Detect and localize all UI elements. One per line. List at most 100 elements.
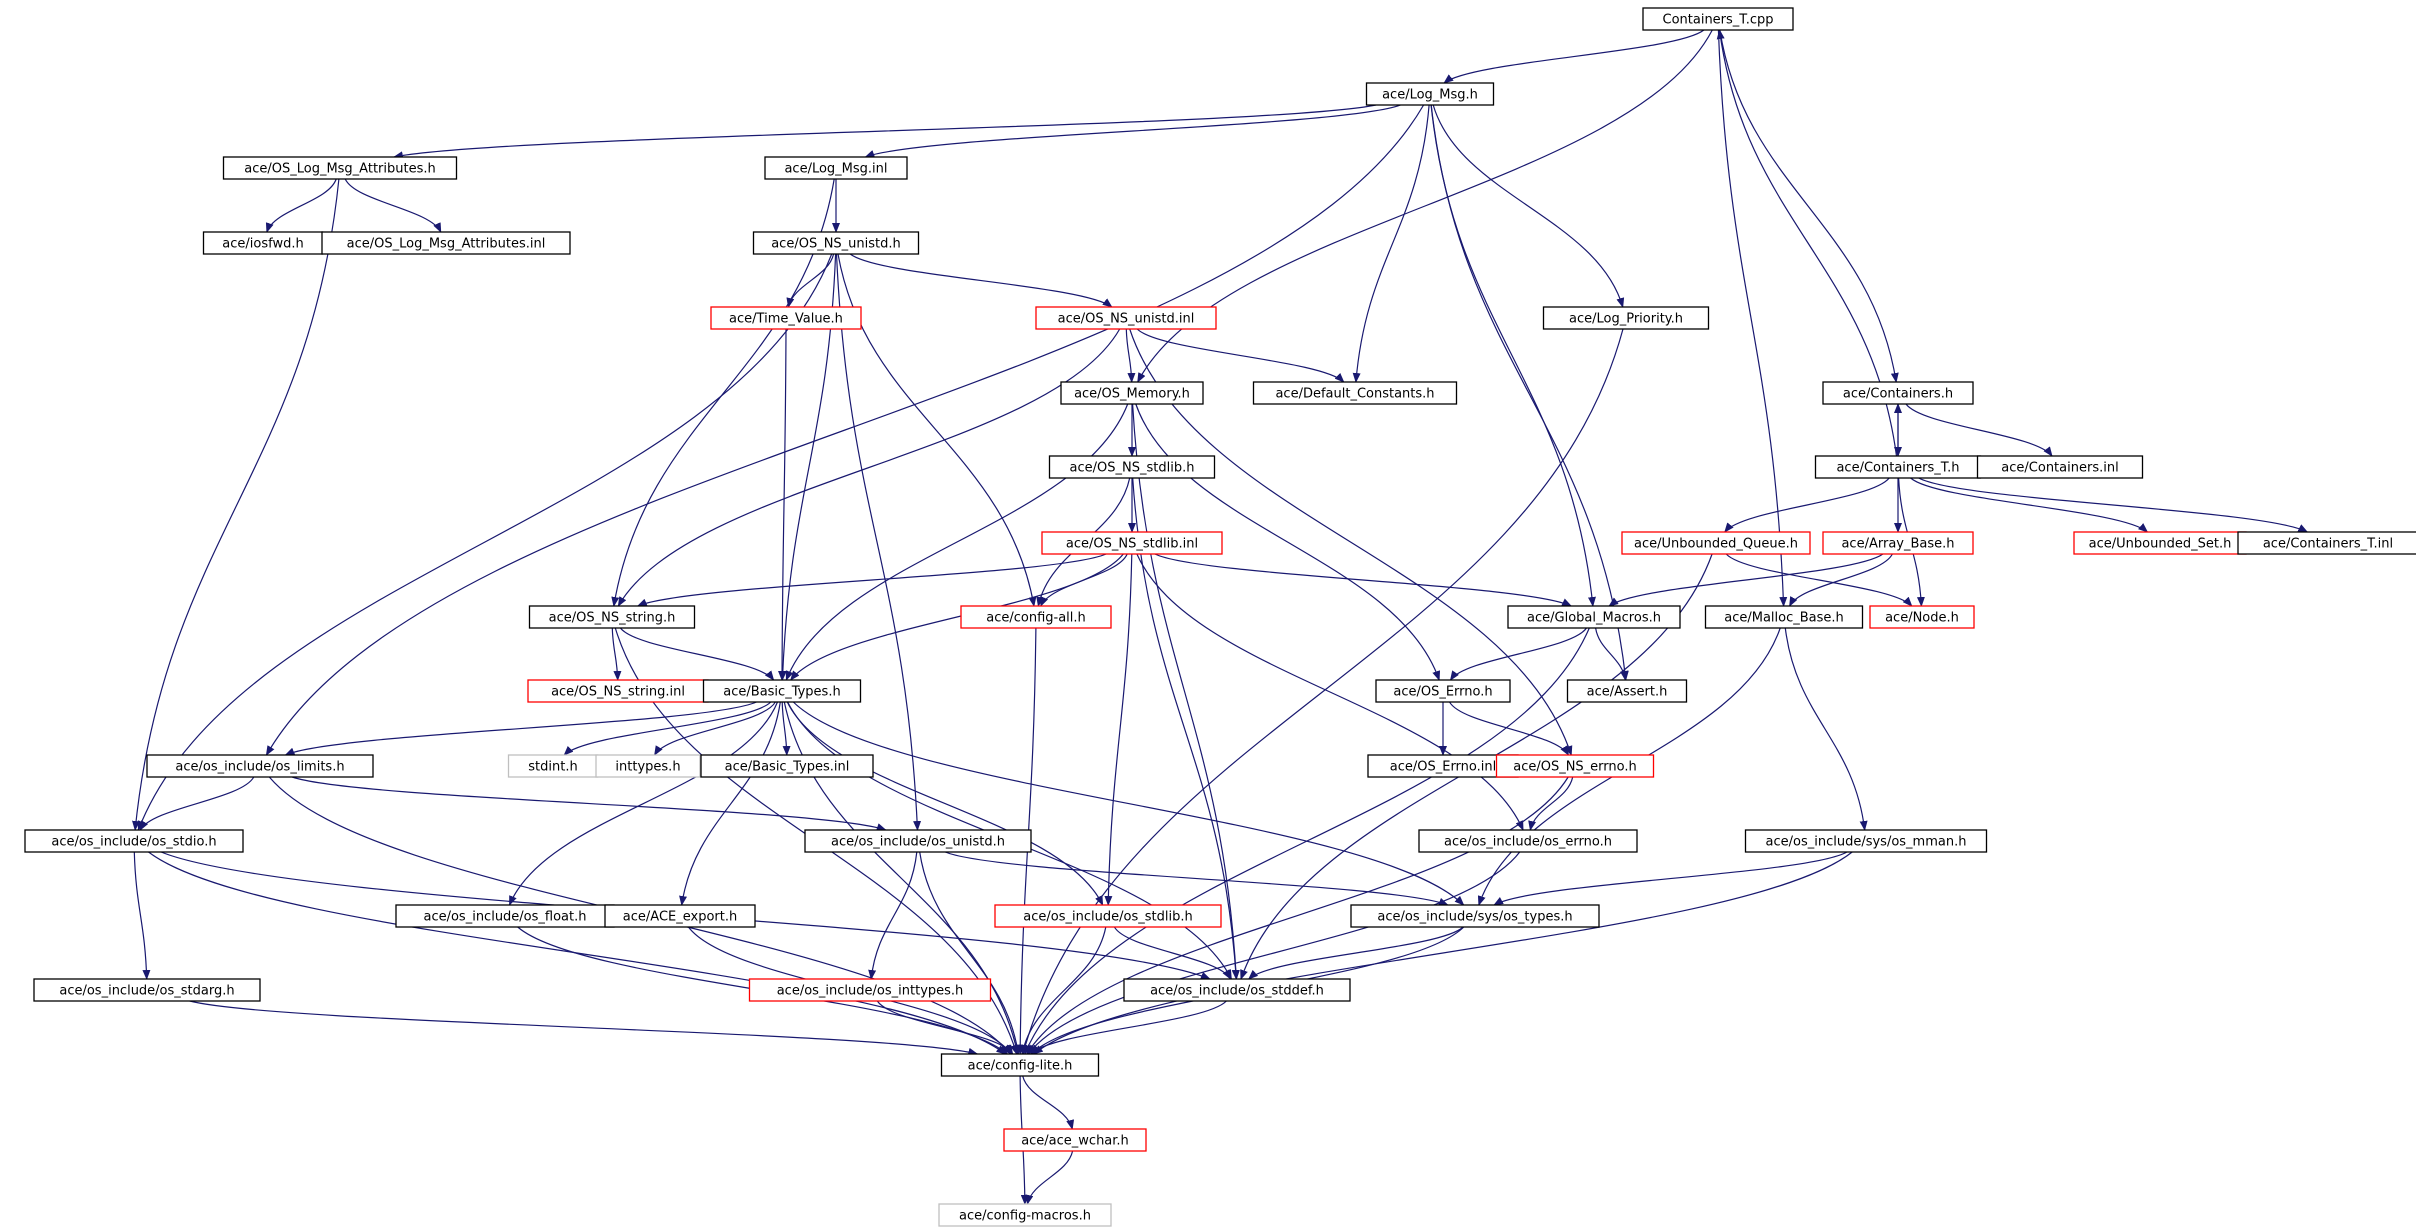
edge-basic-types-h-to-ace-export-h [679,701,781,906]
edge-basic-types-h-to-os-limits-h [284,701,757,756]
node-label: ace/Containers.inl [2001,461,2118,476]
node-box [146,754,374,778]
node-assert-h[interactable]: ace/Assert.h [1566,679,1688,703]
node-label: ace/Unbounded_Set.h [2089,537,2232,552]
node-ace-wchar-h[interactable]: ace/ace_wchar.h [1003,1128,1147,1152]
node-basic-types-inl[interactable]: ace/Basic_Types.inl [700,754,874,778]
node-os-stddef-h[interactable]: ace/os_include/os_stddef.h [1123,978,1351,1002]
node-os-float-h[interactable]: ace/os_include/os_float.h [395,904,615,928]
node-os-log-msg-attributes-h[interactable]: ace/OS_Log_Msg_Attributes.h [222,156,458,180]
node-unbounded-set-h[interactable]: ace/Unbounded_Set.h [2073,531,2247,555]
node-basic-types-h[interactable]: ace/Basic_Types.h [702,679,862,703]
edge-containers-t-h-to-unbounded-set-h [1910,477,2149,533]
node-label: ace/OS_NS_string.inl [551,685,685,700]
node-containers-h[interactable]: ace/Containers.h [1822,381,1974,405]
edge-layer [132,29,2309,1205]
node-os-inttypes-h[interactable]: ace/os_include/os_inttypes.h [748,978,992,1002]
edge-os-inttypes-h-to-config-lite-h [876,1000,1014,1055]
node-default-constants-h[interactable]: ace/Default_Constants.h [1252,381,1458,405]
node-containers-inl[interactable]: ace/Containers.inl [1976,455,2144,479]
node-box [804,829,1032,853]
node-os-ns-unistd-h[interactable]: ace/OS_NS_unistd.h [752,231,920,255]
node-config-macros-h[interactable]: ace/config-macros.h [938,1203,1112,1227]
edge-os-types-h-to-os-stddef-h [1248,926,1464,980]
edge-log-msg-h-to-global-macros-h [1430,104,1596,607]
node-os-errno-inl[interactable]: ace/OS_Errno.inl [1367,754,1519,778]
node-os-ns-string-inl[interactable]: ace/OS_NS_string.inl [527,679,709,703]
node-os-limits-h[interactable]: ace/os_include/os_limits.h [146,754,374,778]
node-node-h[interactable]: ace/Node.h [1869,605,1975,629]
node-label: ace/ace_wchar.h [1021,1134,1129,1149]
node-containers-t-h[interactable]: ace/Containers_T.h [1814,455,1982,479]
node-os-stdlib-h[interactable]: ace/os_include/os_stdlib.h [994,904,1222,928]
edge-os-log-msg-attributes-h-to-os-log-msg-attributes-inl [344,178,442,233]
edge-os-log-msg-attributes-h-to-os-stdio-h [132,178,340,831]
node-array-base-h[interactable]: ace/Array_Base.h [1822,531,1974,555]
node-iosfwd-h[interactable]: ace/iosfwd.h [202,231,324,255]
edge-os-ns-unistd-inl-to-default-constants-h [1136,328,1345,383]
node-global-macros-h[interactable]: ace/Global_Macros.h [1507,605,1681,629]
node-ace-export-h[interactable]: ace/ACE_export.h [604,904,756,928]
edge-containers-t-cpp-to-malloc-base-h [1717,29,1788,607]
node-layer: Containers_T.cppace/Log_Msg.hace/OS_Log_… [24,7,2416,1227]
node-label: ace/os_include/os_float.h [423,910,586,925]
node-os-errno-h[interactable]: ace/OS_Errno.h [1375,679,1511,703]
node-os-unistd-h[interactable]: ace/os_include/os_unistd.h [804,829,1032,853]
node-label: ace/Array_Base.h [1841,537,1954,552]
node-label: ace/os_include/sys/os_mman.h [1766,835,1967,850]
node-label: ace/Node.h [1885,611,1959,626]
edge-basic-types-h-to-inttypes-h [654,701,776,756]
edge-log-msg-h-to-log-priority-h [1432,104,1625,308]
node-os-stdio-h[interactable]: ace/os_include/os_stdio.h [24,829,244,853]
node-log-msg-h[interactable]: ace/Log_Msg.h [1365,82,1495,106]
node-os-ns-stdlib-h[interactable]: ace/OS_NS_stdlib.h [1048,455,1216,479]
node-label: ace/Log_Priority.h [1569,312,1683,327]
node-stdint-h[interactable]: stdint.h [507,754,599,778]
node-os-mman-h[interactable]: ace/os_include/sys/os_mman.h [1744,829,1988,853]
node-box [1566,679,1688,703]
node-os-types-h[interactable]: ace/os_include/sys/os_types.h [1350,904,1600,928]
edge-os-memory-h-to-os-errno-h [1135,403,1441,681]
edge-os-stdlib-h-to-config-lite-h [1020,926,1107,1055]
edge-os-ns-unistd-h-to-os-stdio-h [137,253,833,831]
node-label: ace/Basic_Types.inl [725,760,850,775]
edge-os-ns-unistd-h-to-os-ns-unistd-inl [849,253,1113,308]
edge-os-stdio-h-to-os-stdarg-h [133,851,151,980]
node-label: ace/OS_Errno.inl [1390,760,1496,775]
node-os-ns-errno-h[interactable]: ace/OS_NS_errno.h [1495,754,1655,778]
node-label: ace/os_include/os_limits.h [175,760,344,775]
edge-config-lite-h-to-ace-wchar-h [1022,1075,1075,1130]
node-os-ns-string-h[interactable]: ace/OS_NS_string.h [528,605,696,629]
node-box [1621,531,1811,555]
node-label: ace/OS_Log_Msg_Attributes.h [244,162,435,177]
node-os-include-errno-h[interactable]: ace/os_include/os_errno.h [1418,829,1638,853]
node-os-stdarg-h[interactable]: ace/os_include/os_stdarg.h [33,978,261,1002]
edge-os-unistd-h-to-os-types-h [944,851,1449,906]
node-log-msg-inl[interactable]: ace/Log_Msg.inl [764,156,908,180]
node-label: ace/os_include/sys/os_types.h [1377,910,1572,925]
node-unbounded-queue-h[interactable]: ace/Unbounded_Queue.h [1621,531,1811,555]
edge-os-ns-errno-h-to-config-lite-h [1026,776,1569,1055]
node-inttypes-h[interactable]: inttypes.h [595,754,701,778]
node-containers-t-inl[interactable]: ace/Containers_T.inl [2237,531,2416,555]
node-log-priority-h[interactable]: ace/Log_Priority.h [1542,306,1710,330]
node-malloc-base-h[interactable]: ace/Malloc_Base.h [1704,605,1864,629]
node-os-ns-unistd-inl[interactable]: ace/OS_NS_unistd.inl [1035,306,1217,330]
node-label: stdint.h [528,760,577,775]
edge-global-macros-h-to-assert-h [1595,627,1628,681]
node-box [33,978,261,1002]
node-os-ns-stdlib-inl[interactable]: ace/OS_NS_stdlib.inl [1041,531,1223,555]
node-os-memory-h[interactable]: ace/OS_Memory.h [1060,381,1204,405]
node-box [994,904,1222,928]
edge-containers-h-to-containers-inl [1905,403,2053,457]
node-config-all-h[interactable]: ace/config-all.h [960,605,1112,629]
node-os-log-msg-attributes-inl[interactable]: ace/OS_Log_Msg_Attributes.inl [321,231,571,255]
node-time-value-h[interactable]: ace/Time_Value.h [710,306,862,330]
edge-os-ns-errno-h-to-os-include-errno-h [1528,776,1574,831]
node-config-lite-h[interactable]: ace/config-lite.h [940,1053,1100,1077]
node-label: ace/os_include/os_stddef.h [1150,984,1324,999]
edge-containers-t-cpp-to-log-msg-h [1443,29,1705,84]
edge-os-log-msg-attributes-h-to-iosfwd-h [265,178,337,233]
node-box [1704,605,1864,629]
node-label: ace/os_include/os_inttypes.h [777,984,964,999]
